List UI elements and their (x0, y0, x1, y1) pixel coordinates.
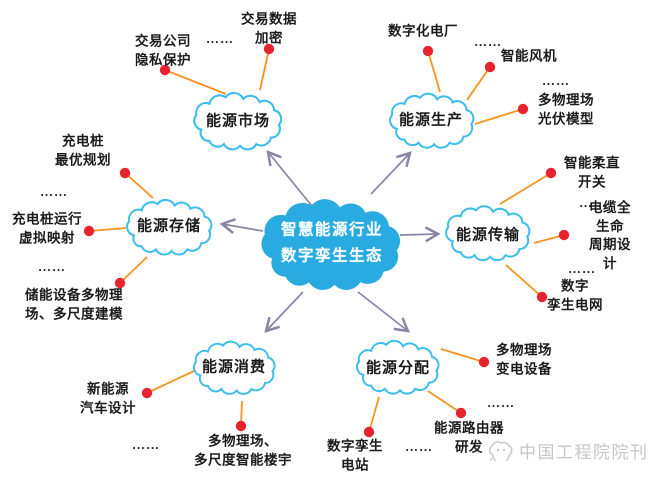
ellipsis-consumption: …… (132, 437, 160, 453)
leaf-market-privacy: 交易公司 隐私保护 (135, 33, 191, 67)
connector-line (164, 69, 227, 95)
connector-line (368, 396, 380, 433)
node-dot (83, 225, 95, 237)
connector-line (466, 66, 491, 101)
node-dot (422, 45, 434, 57)
arrow-to-transmission (399, 226, 441, 243)
connector-line (427, 390, 462, 414)
dots-group (83, 43, 570, 438)
connector-line (146, 370, 195, 394)
cloud-label-consumption: 能源消费 (201, 359, 267, 376)
leaf-storage-charging-plan: 充电桩 最优规划 (55, 133, 111, 167)
cloud-label-distribution: 能源分配 (365, 360, 431, 377)
arrow-to-market (266, 150, 317, 212)
leaf-production-plant: 数字化电厂 (388, 23, 458, 39)
cloud-label-market: 能源市场 (205, 113, 271, 130)
cloud-label-storage: 能源存储 (136, 218, 202, 235)
arrow-to-production (370, 151, 412, 195)
ellipsis-production-1: …… (474, 34, 502, 50)
leaf-consumption-building: 多物理场、 多尺度智能楼宇 (194, 433, 292, 467)
connector-line (474, 108, 524, 125)
center-line1: 智慧能源行业 (280, 221, 384, 239)
node-dot (478, 356, 490, 368)
connector-line (119, 256, 148, 284)
connector-line (124, 172, 154, 199)
leaf-transmission-cable: 电缆全生命 周期设计 (589, 199, 631, 271)
leaf-transmission-grid: 数字 孪生电网 (547, 278, 603, 312)
node-dot (363, 426, 375, 438)
connector-line (259, 48, 270, 91)
leaf-distribution-substation: 多物理场 变电设备 (496, 342, 552, 376)
node-dot (119, 167, 131, 179)
node-dot (235, 420, 247, 432)
leaf-production-pv: 多物理场 光伏模型 (538, 92, 594, 126)
arrows-group (219, 150, 441, 333)
node-dot (484, 61, 496, 73)
leaf-market-encryption: 交易数据 加密 (241, 11, 297, 45)
ellipsis-transmission-1: …… (579, 195, 607, 211)
journal-logo-icon (488, 440, 513, 461)
node-dot (558, 229, 570, 241)
arrow-to-consumption (264, 291, 304, 333)
node-dot (517, 103, 529, 115)
node-dot (536, 291, 548, 303)
cloud-label-production: 能源生产 (398, 112, 464, 129)
journal-watermark-text: 中国工程院院刊 (519, 443, 649, 462)
ellipsis-storage-1: …… (40, 184, 68, 200)
node-dot (114, 277, 126, 289)
connector-line (440, 348, 485, 363)
center-cloud-title: 智慧能源行业数字孪生生态 (281, 218, 383, 271)
connectors-group (88, 48, 565, 433)
leaf-consumption-ev: 新能源 汽车设计 (80, 381, 136, 415)
connector-line (88, 227, 127, 232)
center-line2: 数字孪生生态 (280, 248, 384, 265)
node-dot (545, 167, 557, 179)
leaf-production-turbine: 智能风机 (501, 48, 557, 64)
node-dot (263, 43, 275, 55)
ellipsis-production-2: …… (542, 73, 570, 89)
leaf-distribution-router: 能源路由器 研发 (434, 420, 504, 454)
connector-line (427, 50, 441, 93)
node-dot (455, 407, 467, 419)
node-dot (141, 387, 153, 399)
journal-watermark: 中国工程院院刊 (488, 438, 649, 463)
connector-line (505, 264, 543, 298)
leaf-transmission-switch: 智能柔直 开关 (564, 155, 620, 189)
cloud-label-transmission: 能源传输 (455, 227, 521, 244)
arrow-to-distribution (357, 291, 411, 333)
leaf-storage-charging-map: 充电桩运行 虚拟映射 (12, 211, 82, 245)
node-dot (159, 64, 171, 76)
leaf-storage-modeling: 储能设备多物理 场、多尺度建模 (25, 287, 123, 321)
ellipsis-distribution-1: …… (487, 395, 515, 411)
ellipsis-storage-2: …… (38, 259, 66, 275)
ellipsis-transmission-2: …… (568, 261, 596, 277)
arrow-to-storage (219, 218, 264, 234)
leaf-distribution-station: 数字孪生 电站 (327, 438, 383, 472)
connector-line (499, 172, 552, 205)
ellipsis-distribution-2: …… (405, 439, 433, 455)
ellipsis-market: …… (206, 31, 234, 47)
